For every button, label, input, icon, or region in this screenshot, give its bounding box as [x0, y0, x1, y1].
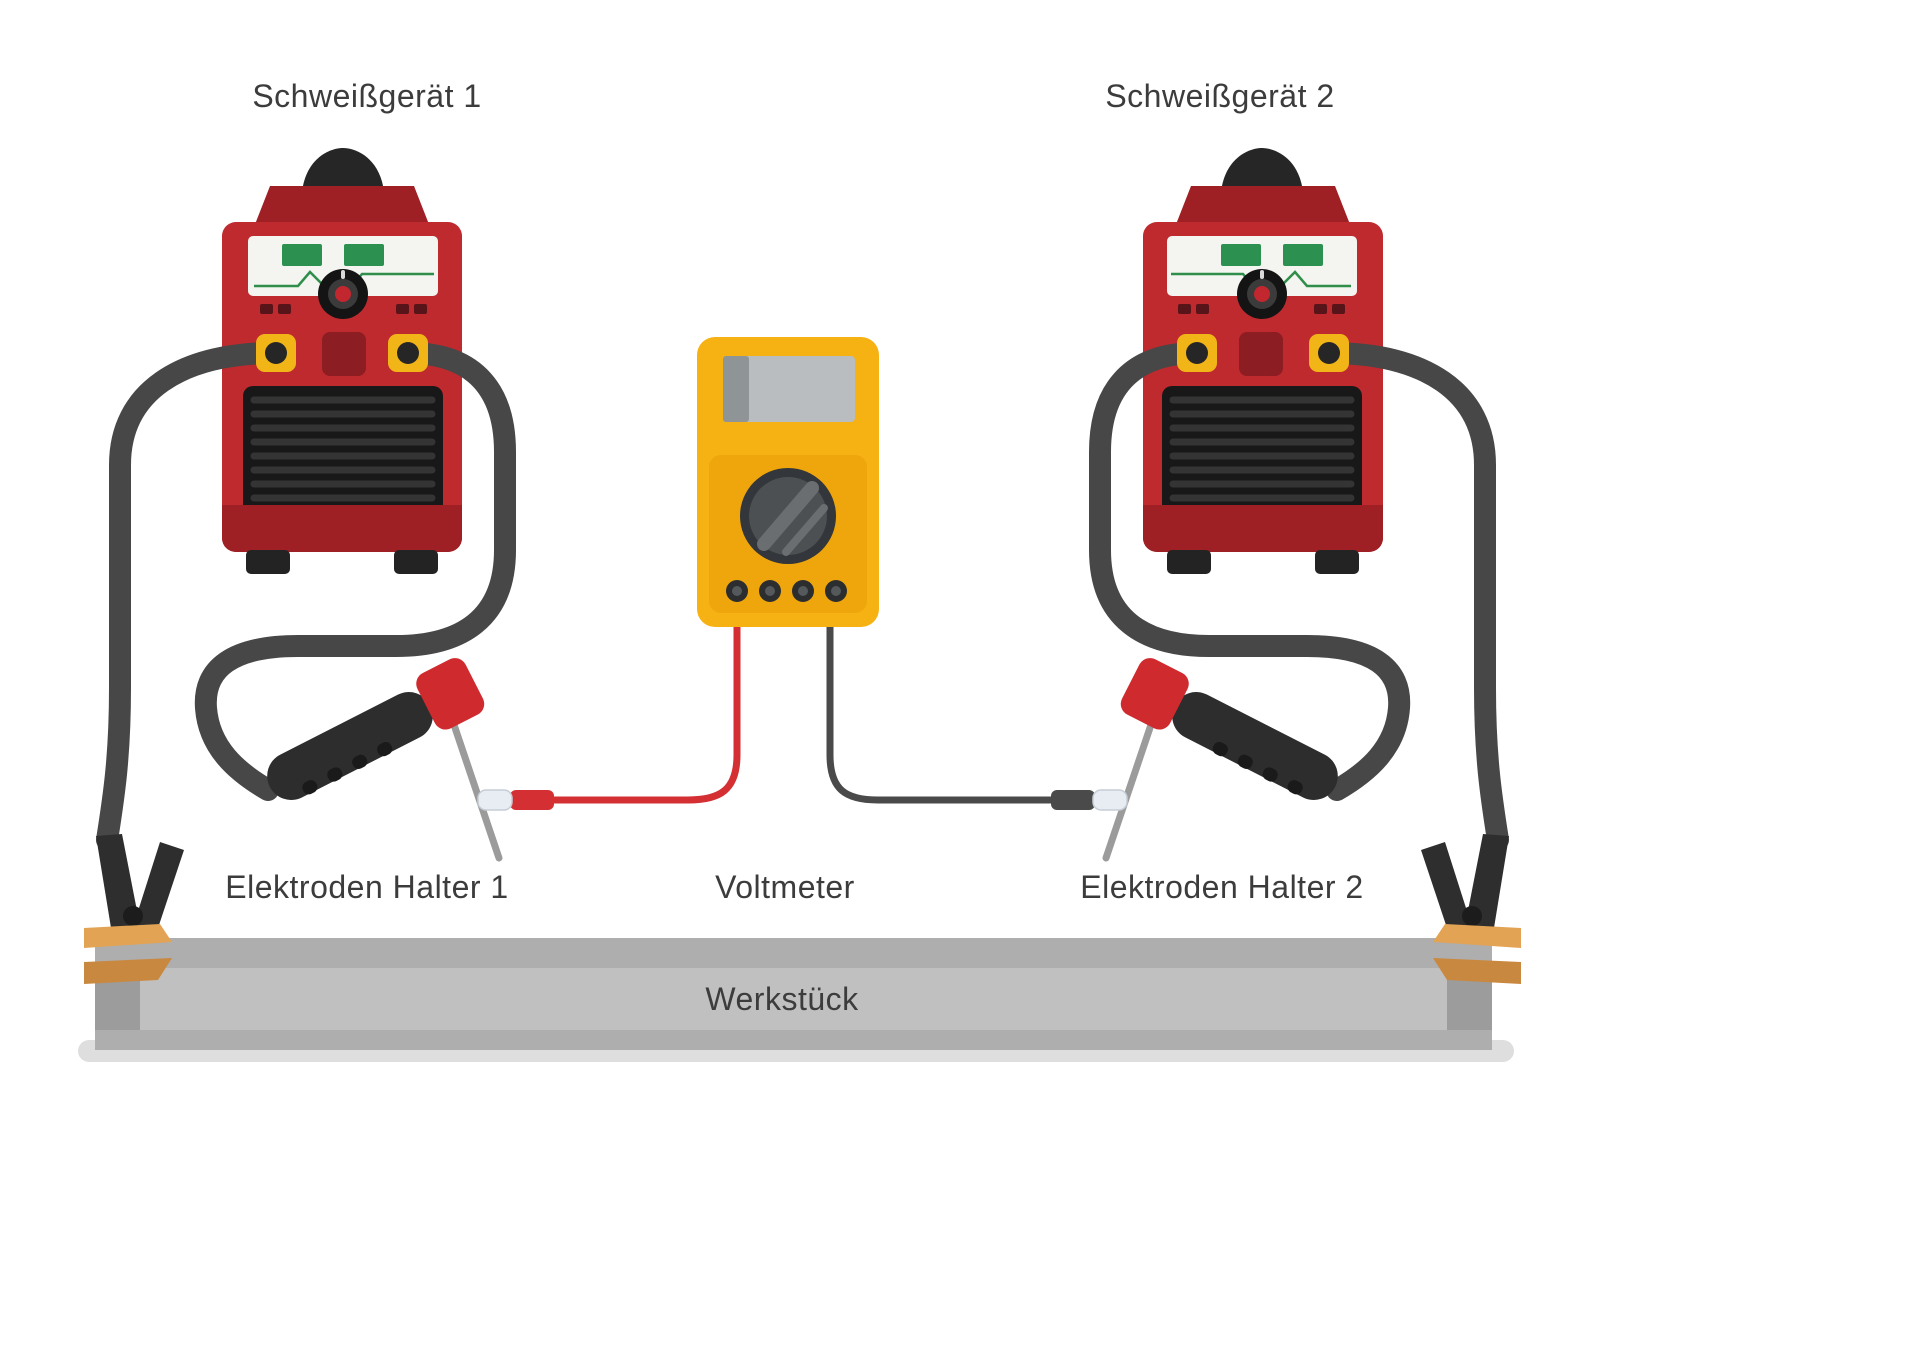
- beam-bottom-flange: [95, 1030, 1492, 1050]
- red-test-lead: [548, 606, 741, 804]
- dial-highlight-1: [757, 481, 819, 551]
- red-lead-connector-sleeve: [477, 789, 513, 811]
- voltmeter-jacks: [726, 580, 847, 602]
- black-lead-connector-sleeve: [1092, 789, 1128, 811]
- jack-3-pin: [798, 586, 808, 596]
- label-voltmeter: Voltmeter: [715, 869, 855, 905]
- dial-highlight-2: [782, 504, 828, 556]
- welding-station-1: [84, 148, 505, 984]
- beam-top-flange: [95, 938, 1492, 968]
- red-lead-plug: [510, 790, 554, 810]
- voltmeter-device: [477, 337, 1128, 811]
- label-welder-1: Schweißgerät 1: [252, 78, 481, 114]
- label-electrode-holder-1: Elektroden Halter 1: [225, 869, 508, 905]
- jack-1-pin: [732, 586, 742, 596]
- voltmeter-screen: [723, 356, 855, 422]
- black-lead-plug: [1051, 790, 1095, 810]
- beam-web: [140, 968, 1447, 1030]
- label-electrode-holder-2: Elektroden Halter 2: [1080, 869, 1363, 905]
- labels: Schweißgerät 1 Schweißgerät 2 Elektroden…: [225, 78, 1363, 1017]
- label-welder-2: Schweißgerät 2: [1105, 78, 1334, 114]
- welding-station-2: [1100, 148, 1521, 984]
- voltmeter-screen-shade: [723, 356, 749, 422]
- black-test-lead: [826, 606, 1057, 804]
- jack-2-pin: [765, 586, 775, 596]
- jack-4-pin: [831, 586, 841, 596]
- workpiece-beam: [78, 938, 1514, 1062]
- label-workpiece: Werkstück: [705, 981, 859, 1017]
